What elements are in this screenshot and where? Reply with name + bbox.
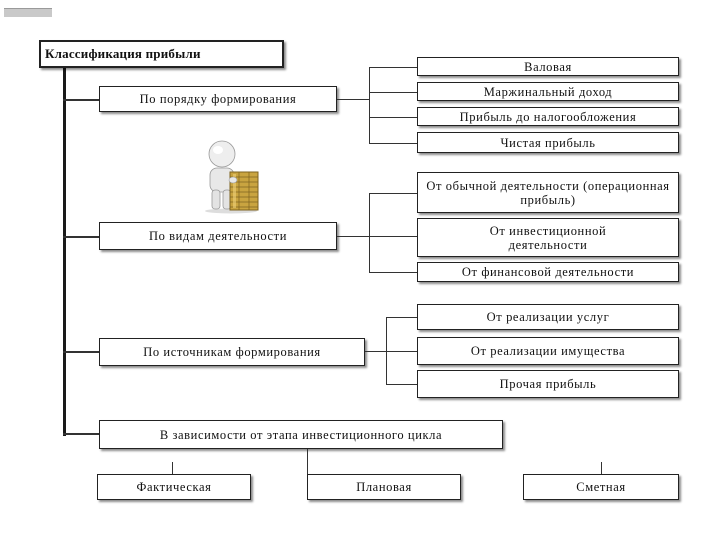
- group-2-bracket: [369, 193, 370, 273]
- g1-item-3-label: Прибыль до налогообложения: [459, 109, 637, 124]
- g2-tick-3: [369, 272, 417, 273]
- g1-item-1-label: Валовая: [524, 59, 572, 74]
- g1-tick-2: [369, 92, 417, 93]
- branch-line-1: [63, 99, 99, 101]
- branch-line-3: [63, 351, 99, 353]
- group-1-connector: [337, 99, 369, 100]
- g1-tick-4: [369, 143, 417, 144]
- person-with-coins-icon: [205, 140, 259, 214]
- g2-tick-2: [369, 236, 417, 237]
- g3-item-3-label: Прочая прибыль: [499, 377, 597, 391]
- g1-item-2-label: Маржинальный доход: [483, 84, 613, 99]
- g3-item-2-label: От реализации имущества: [470, 344, 626, 358]
- g4-drop-3: [601, 462, 602, 474]
- group-2-connector: [337, 236, 369, 237]
- window-top-bar: [4, 8, 52, 17]
- g3-item-1: От реализации услуг: [417, 304, 679, 330]
- main-trunk-line: [63, 66, 66, 436]
- group-4-label: В зависимости от этапа инвестиционного ц…: [159, 427, 443, 442]
- group-2-node: По видам деятельности: [99, 222, 337, 250]
- g4-item-1-label: Фактическая: [136, 480, 212, 494]
- g1-item-1: Валовая: [417, 57, 679, 76]
- group-4-node: В зависимости от этапа инвестиционного ц…: [99, 420, 503, 449]
- g1-item-2: Маржинальный доход: [417, 82, 679, 101]
- g2-item-1-label: От обычной деятельности (операционная пр…: [426, 178, 670, 207]
- g3-item-2: От реализации имущества: [417, 337, 679, 365]
- g2-item-1: От обычной деятельности (операционная пр…: [417, 172, 679, 213]
- group-1-node: По порядку формирования: [99, 86, 337, 112]
- g3-tick-2: [365, 351, 417, 352]
- group-1-bracket: [369, 67, 370, 143]
- g3-tick-3: [386, 384, 417, 385]
- g2-item-2: От инвестиционной деятельности: [417, 218, 679, 257]
- g1-tick-1: [369, 67, 417, 68]
- g3-tick-1: [386, 317, 417, 318]
- group-2-label: По видам деятельности: [148, 229, 288, 243]
- g4-item-2: Плановая: [307, 474, 461, 500]
- root-label: Классификация прибыли: [45, 46, 201, 61]
- g1-item-4: Чистая прибыль: [417, 132, 679, 153]
- g3-item-1-label: От реализации услуг: [486, 310, 610, 324]
- g4-item-3-label: Сметная: [576, 480, 626, 494]
- branch-line-2: [63, 236, 99, 238]
- g2-item-3: От финансовой деятельности: [417, 262, 679, 282]
- group-3-label: По источникам формирования: [143, 345, 321, 359]
- group-1-label: По порядку формирования: [139, 92, 297, 106]
- root-node: Классификация прибыли: [39, 40, 284, 68]
- g4-item-2-label: Плановая: [356, 480, 412, 494]
- branch-line-4: [63, 433, 99, 435]
- group-3-node: По источникам формирования: [99, 338, 365, 366]
- g4-drop-2: [307, 449, 308, 474]
- g4-item-3: Сметная: [523, 474, 679, 500]
- g3-item-3: Прочая прибыль: [417, 370, 679, 398]
- g2-item-2-label: От инвестиционной деятельности: [489, 223, 607, 252]
- g2-item-3-label: От финансовой деятельности: [461, 265, 635, 279]
- g1-tick-3: [369, 117, 417, 118]
- g4-item-1: Фактическая: [97, 474, 251, 500]
- g1-item-3: Прибыль до налогообложения: [417, 107, 679, 126]
- g4-drop-1: [172, 462, 173, 474]
- g1-item-4-label: Чистая прибыль: [500, 135, 596, 150]
- g2-tick-1: [369, 193, 417, 194]
